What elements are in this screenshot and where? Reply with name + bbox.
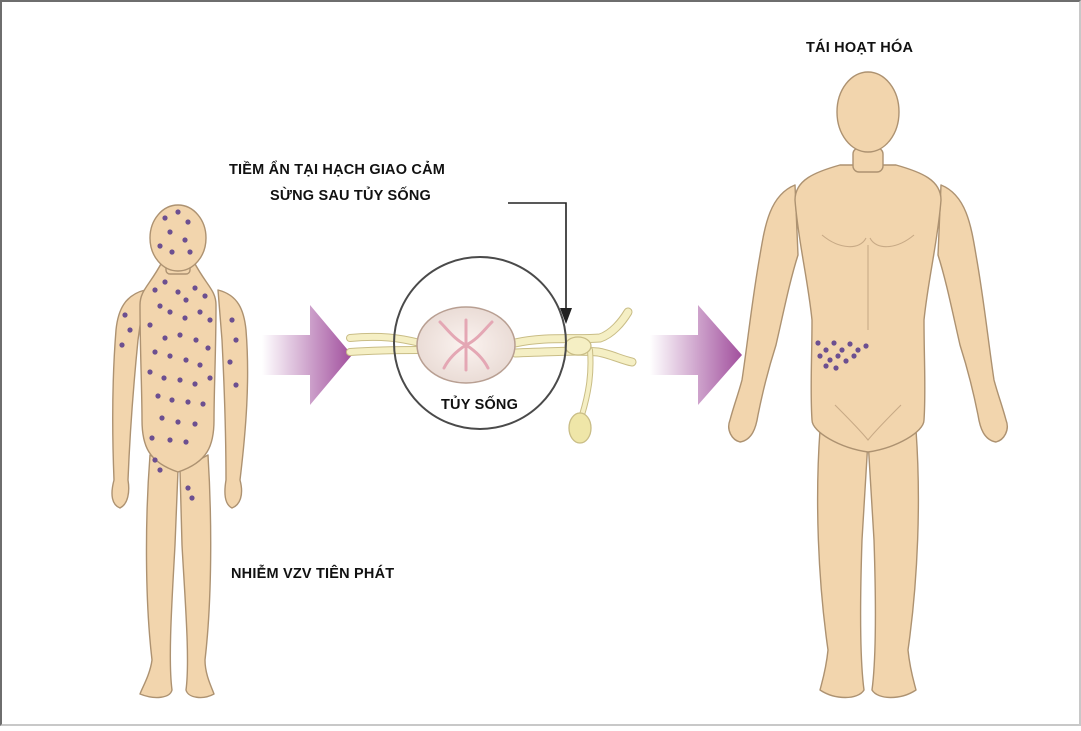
child-right-arm bbox=[218, 290, 248, 508]
child-left-leg bbox=[140, 455, 178, 697]
adult-left-arm bbox=[729, 185, 798, 442]
adult-left-leg bbox=[818, 430, 868, 698]
label-latent-line-2: SỪNG SAU TỦY SỐNG bbox=[270, 188, 431, 204]
pointer-line bbox=[508, 203, 566, 312]
arrow-to-ganglion bbox=[262, 305, 352, 405]
adult-head bbox=[837, 72, 899, 152]
child-figure bbox=[112, 205, 248, 697]
adult-right-leg bbox=[868, 430, 918, 698]
label-spinal-cord: TỦY SỐNG bbox=[441, 397, 518, 413]
ganglion-bulb bbox=[569, 413, 591, 443]
dorsal-root-ganglion bbox=[565, 337, 591, 355]
child-head bbox=[150, 205, 206, 271]
label-reactivation: TÁI HOẠT HÓA bbox=[806, 40, 913, 56]
label-latent-line-1: TIỀM ẨN TẠI HẠCH GIAO CẢM bbox=[229, 162, 445, 178]
child-right-leg bbox=[180, 455, 214, 697]
label-primary-infection: NHIỄM VZV TIÊN PHÁT bbox=[231, 566, 394, 582]
adult-right-arm bbox=[938, 185, 1007, 442]
arrow-to-reactivation bbox=[650, 305, 742, 405]
adult-figure bbox=[729, 72, 1008, 698]
